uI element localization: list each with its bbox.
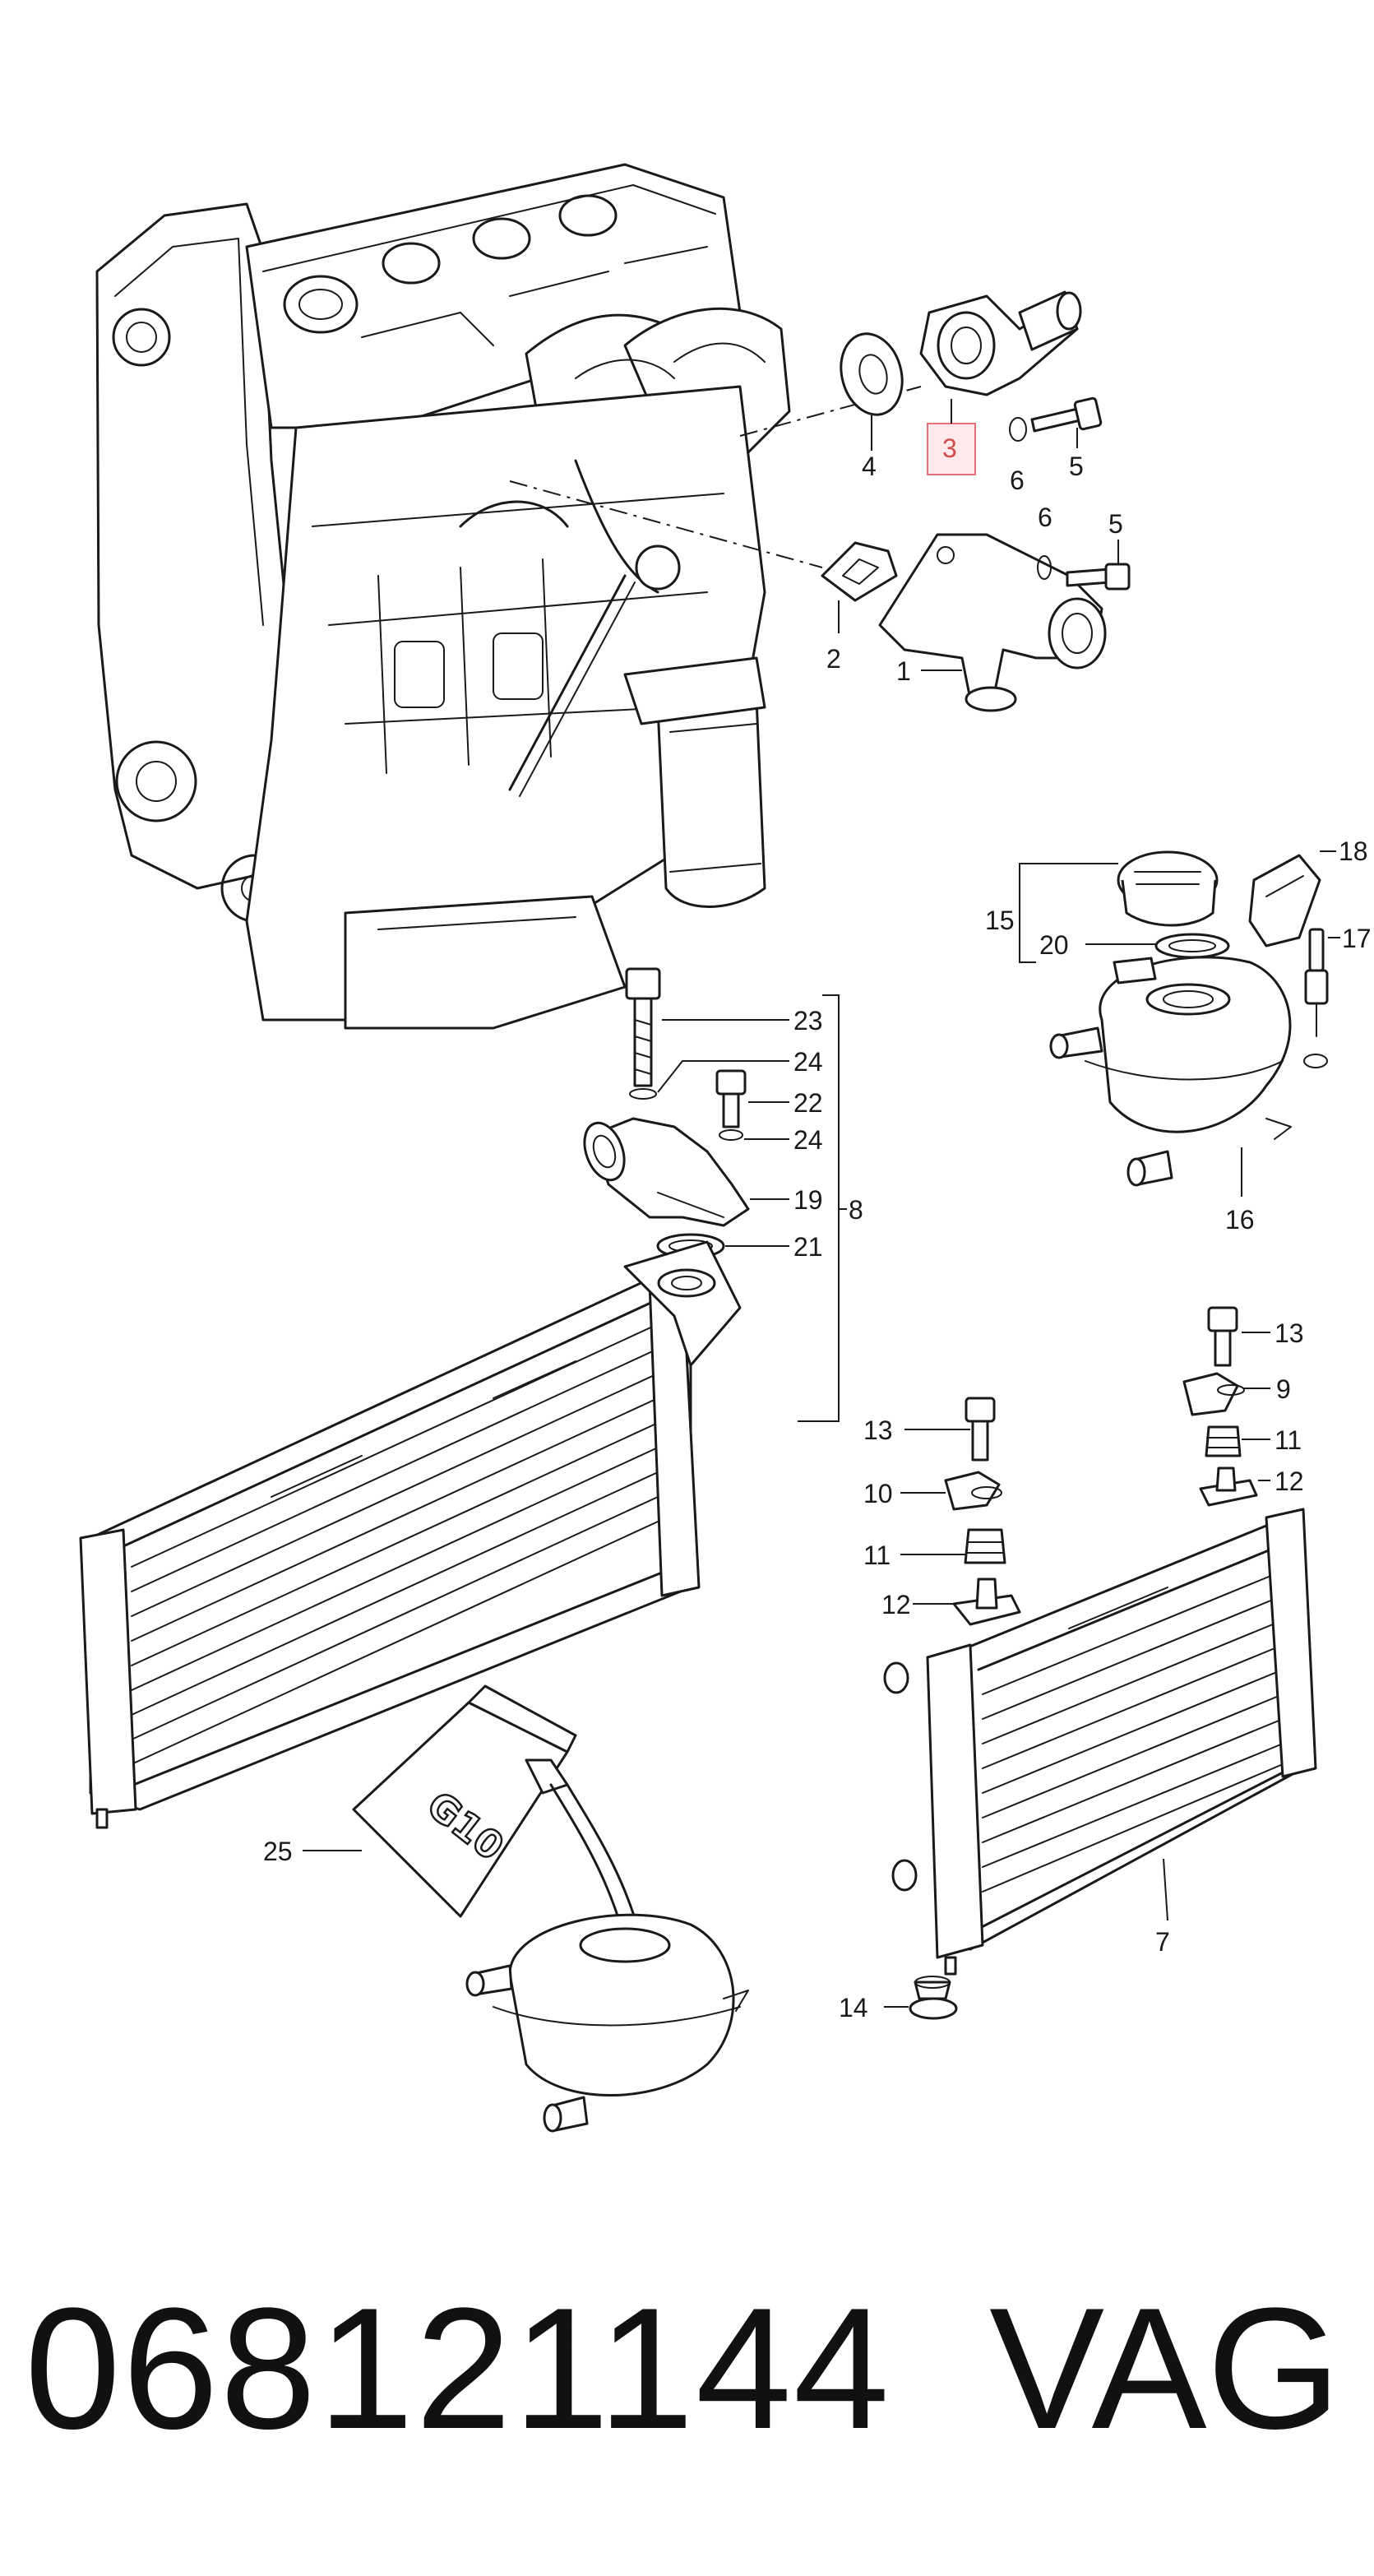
callout-11: 11 — [1275, 1425, 1302, 1455]
seal-ring-20 — [1154, 933, 1230, 959]
expansion-tank-16 — [1049, 956, 1328, 1187]
o-ring-6 — [1037, 555, 1052, 580]
bolt-5 — [1030, 396, 1103, 433]
callout-6: 6 — [1010, 466, 1025, 495]
highlight-box — [927, 423, 976, 475]
parts-diagram: 3 4 5 6 6 5 2 1 15 — [79, 163, 1372, 2133]
bracket-18 — [1248, 854, 1321, 947]
callout-12: 12 — [1275, 1466, 1304, 1496]
assembly-line — [739, 386, 922, 437]
rubber-mount-11 — [964, 1528, 1006, 1564]
callout-17: 17 — [1342, 924, 1372, 953]
callout-13: 13 — [863, 1415, 893, 1445]
callout-5: 5 — [1069, 452, 1084, 481]
callout-12: 12 — [881, 1590, 911, 1619]
callout-14: 14 — [839, 1993, 868, 2022]
washer-24 — [629, 1088, 657, 1100]
sender-17 — [1304, 928, 1329, 1037]
bolt-13 — [1207, 1306, 1238, 1367]
callout-5: 5 — [1108, 509, 1123, 539]
coolant-canister-25: G10 — [352, 1684, 643, 1943]
coolant-flange-3 — [919, 290, 1082, 396]
o-ring-6 — [1009, 417, 1027, 442]
radiator-left — [79, 1240, 742, 1829]
callout-6: 6 — [1038, 503, 1052, 532]
grommet-14 — [909, 1976, 958, 2020]
callout-23: 23 — [793, 1006, 823, 1035]
brand-name: VAG — [989, 2272, 1341, 2465]
callout-21: 21 — [793, 1232, 823, 1262]
grommet-12 — [952, 1578, 1021, 1626]
washer — [1217, 1384, 1245, 1396]
gasket-4 — [840, 332, 904, 416]
bolt-13 — [965, 1397, 996, 1462]
callout-2: 2 — [826, 644, 841, 674]
callout-19: 19 — [793, 1185, 823, 1215]
callout-25: 25 — [263, 1837, 293, 1866]
callout-9: 9 — [1276, 1374, 1291, 1404]
radiator-right — [883, 1508, 1317, 1976]
coolant-connector-1 — [878, 533, 1107, 712]
callout-10: 10 — [863, 1479, 893, 1508]
expansion-reservoir — [465, 1913, 749, 2133]
callout-20: 20 — [1039, 930, 1069, 960]
washer-24 — [719, 1129, 743, 1141]
gasket-2 — [821, 541, 898, 602]
callout-13: 13 — [1275, 1318, 1304, 1348]
callout-22: 22 — [793, 1088, 823, 1118]
callout-18: 18 — [1339, 836, 1368, 866]
part-number: 068121144 — [25, 2272, 891, 2465]
callout-11: 11 — [863, 1541, 891, 1570]
callout-15: 15 — [985, 906, 1015, 935]
callout-8: 8 — [849, 1195, 863, 1225]
washer-9 — [971, 1486, 1002, 1499]
callout-16: 16 — [1225, 1205, 1255, 1235]
engine-assembly — [95, 163, 791, 1030]
callout-24: 24 — [793, 1047, 823, 1077]
rubber-mount-11 — [1205, 1425, 1242, 1457]
callout-24: 24 — [793, 1125, 823, 1155]
bracket-9 — [1182, 1372, 1239, 1416]
bolt-22 — [715, 1069, 747, 1128]
callout-1: 1 — [896, 656, 911, 686]
callout-7: 7 — [1155, 1927, 1170, 1957]
bolt-23 — [625, 967, 661, 1087]
callout-3: 3 — [942, 433, 957, 463]
grommet-12 — [1199, 1466, 1258, 1507]
bolt-5 — [1066, 563, 1131, 591]
part-footer: 068121144 VAG — [0, 2245, 1374, 2492]
filler-cap-15 — [1117, 850, 1219, 927]
thermostat-housing-19 — [583, 1117, 750, 1227]
callout-4: 4 — [862, 452, 877, 481]
